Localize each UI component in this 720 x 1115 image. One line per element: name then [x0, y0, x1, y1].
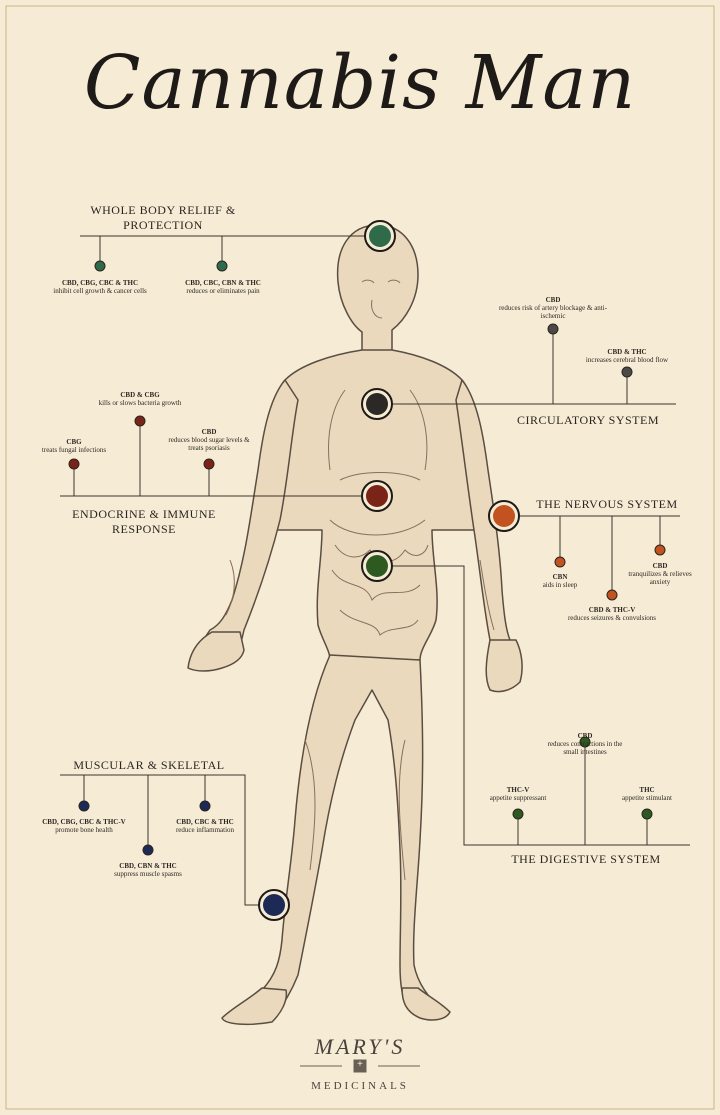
item-text: kills or slows bacteria growth — [98, 399, 182, 407]
item-text: promote bone health — [55, 826, 113, 834]
figure-hand-right — [485, 639, 523, 693]
figure-arm-right — [455, 379, 521, 666]
marker-nervous — [488, 500, 520, 532]
figure-legs — [225, 654, 446, 1023]
item-text: tranquilizes & relieves anxiety — [628, 570, 692, 586]
node-dot — [621, 366, 633, 378]
marker-endocrine — [361, 480, 393, 512]
marker-circulatory — [361, 388, 393, 420]
node-dot — [579, 736, 591, 748]
node-dot — [654, 544, 666, 556]
heading-nervous: THE NERVOUS SYSTEM — [536, 497, 678, 511]
node-dot — [216, 260, 228, 272]
figure-foot-left — [221, 987, 288, 1026]
node-dot — [94, 260, 106, 272]
node-dot — [203, 458, 215, 470]
item-text: reduces contractions in the small intest… — [547, 740, 623, 756]
item-text: reduce inflammation — [175, 826, 235, 834]
item-text: reduces risk of artery blockage & anti-i… — [498, 304, 608, 320]
page-title: Cannabis Man — [83, 40, 637, 126]
circulatory-item-1: CBD reduces risk of artery blockage & an… — [498, 296, 608, 320]
heading-whole-body: WHOLE BODY RELIEF & PROTECTION — [90, 203, 236, 232]
item-head: CBD — [201, 428, 217, 436]
connector-lines — [60, 235, 690, 906]
item-head: CBD & THC-V — [588, 606, 636, 614]
logo-brand: MARY'S — [314, 1034, 406, 1059]
item-text: increases cerebral blood flow — [585, 356, 669, 364]
poster-border — [5, 5, 715, 1110]
logo-emblem-glyph: + — [357, 1059, 363, 1070]
digestive-item-3: THC appetite stimulant — [607, 786, 687, 802]
item-head: CBD & CBG — [120, 391, 160, 399]
item-text: treats fungal infections — [41, 446, 107, 454]
muscular-item-3: CBD, CBN & THC suppress muscle spasms — [103, 862, 193, 878]
logo-sub: MEDICINALS — [311, 1080, 409, 1092]
item-head: CBD, CBC, CBN & THC — [185, 279, 261, 287]
item-head: CBD — [545, 296, 561, 304]
logo-emblem — [300, 1059, 420, 1073]
digestive-item-1: CBD reduces contractions in the small in… — [540, 732, 630, 756]
item-head: CBD, CBG, CBC & THC — [61, 279, 139, 287]
item-head: CBD & THC — [607, 348, 647, 356]
item-head: CBD — [652, 562, 668, 570]
endocrine-item-3: CBD reduces blood sugar levels & treats … — [163, 428, 255, 452]
item-head: THC-V — [506, 786, 530, 794]
node-dot — [199, 800, 211, 812]
figure-arm-left — [199, 379, 299, 661]
node-dots — [68, 260, 666, 856]
nervous-item-1: CBN aids in sleep — [528, 573, 592, 589]
item-text: reduces blood sugar levels & treats psor… — [168, 436, 250, 452]
node-dot — [606, 589, 618, 601]
item-head: THC — [639, 786, 655, 794]
item-text: inhibit cell growth & cancer cells — [53, 287, 147, 295]
endocrine-item-1: CBD & CBG kills or slows bacteria growth — [90, 391, 190, 407]
nervous-item-3: CBD & THC-V reduces seizures & convulsio… — [552, 606, 672, 622]
item-head: CBN — [552, 573, 568, 581]
digestive-item-2: THC-V appetite suppressant — [478, 786, 558, 802]
item-head: CBD, CBC & THC — [176, 818, 234, 826]
node-dot — [142, 844, 154, 856]
heading-circulatory: CIRCULATORY SYSTEM — [516, 413, 660, 427]
item-text: reduces or eliminates pain — [186, 287, 260, 295]
item-text: appetite suppressant — [489, 794, 547, 802]
node-dot — [641, 808, 653, 820]
item-head: CBD, CBG, CBC & THC-V — [42, 818, 126, 826]
item-head: CBG — [66, 438, 82, 446]
circulatory-item-2: CBD & THC increases cerebral blood flow — [572, 348, 682, 364]
item-text: appetite stimulant — [622, 794, 672, 802]
node-dot — [134, 415, 146, 427]
item-head: CBD — [577, 732, 593, 740]
system-markers — [258, 220, 520, 921]
whole-body-item-2: CBD, CBC, CBN & THC reduces or eliminate… — [168, 279, 278, 295]
figure-hand-left — [187, 631, 245, 672]
figure-foot-right — [401, 987, 451, 1021]
muscular-item-2: CBD, CBC & THC reduce inflammation — [160, 818, 250, 834]
heading-muscular: MUSCULAR & SKELETAL — [73, 758, 225, 772]
node-dot — [547, 323, 559, 335]
item-text: reduces seizures & convulsions — [567, 614, 657, 622]
whole-body-item-1: CBD, CBG, CBC & THC inhibit cell growth … — [40, 279, 160, 295]
node-dot — [554, 556, 566, 568]
node-dot — [512, 808, 524, 820]
nervous-item-2: CBD tranquilizes & relieves anxiety — [628, 562, 692, 586]
figure-details — [225, 279, 495, 881]
heading-digestive: THE DIGESTIVE SYSTEM — [511, 852, 661, 866]
item-head: CBD, CBN & THC — [119, 862, 177, 870]
endocrine-item-2: CBG treats fungal infections — [24, 438, 124, 454]
marker-digestive — [361, 550, 393, 582]
anatomical-figure — [187, 224, 523, 1026]
item-text: aids in sleep — [542, 581, 578, 589]
item-text: suppress muscle spasms — [114, 870, 182, 878]
heading-endocrine: ENDOCRINE & IMMUNE RESPONSE — [72, 507, 216, 536]
marker-muscular — [258, 889, 290, 921]
muscular-item-1: CBD, CBG, CBC & THC-V promote bone healt… — [28, 818, 140, 834]
marker-whole-body — [364, 220, 396, 252]
node-dot — [78, 800, 90, 812]
node-dot — [68, 458, 80, 470]
